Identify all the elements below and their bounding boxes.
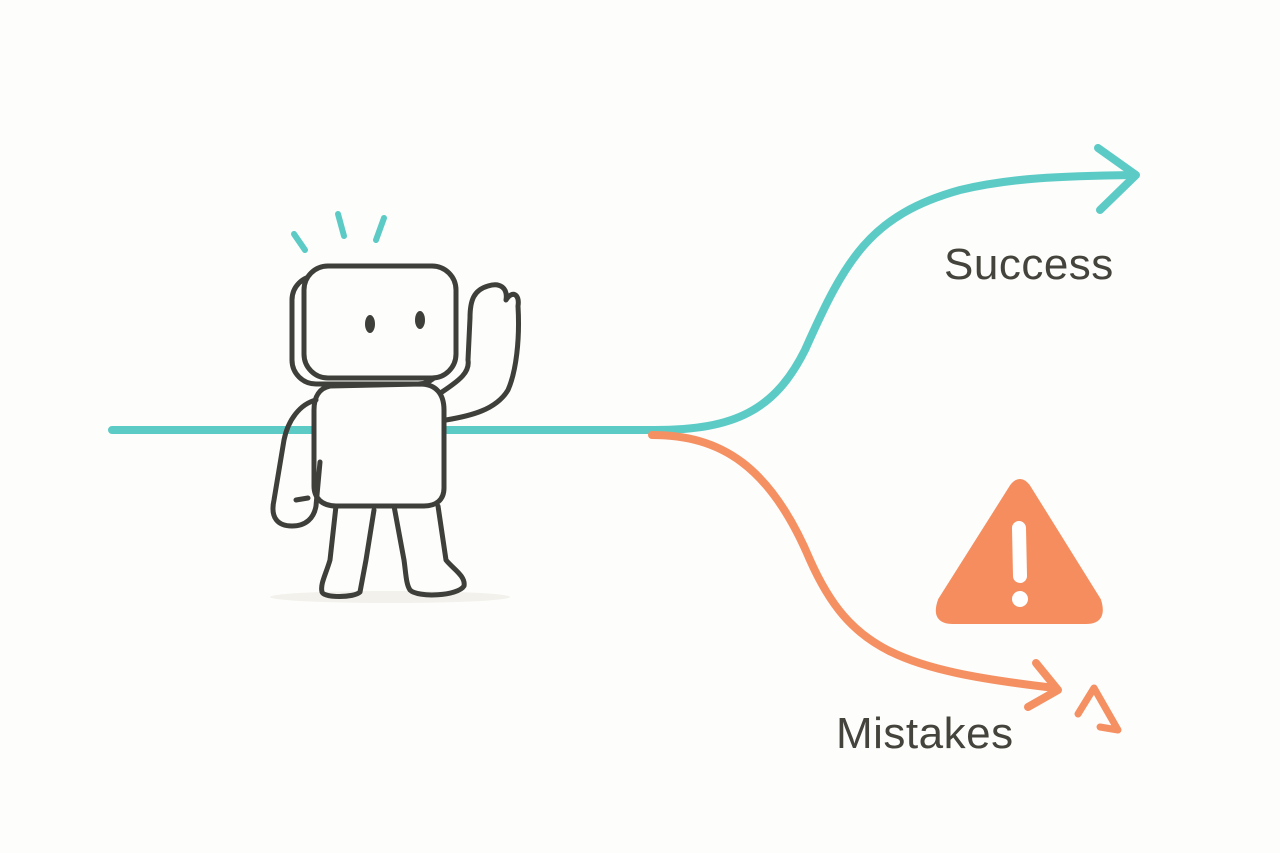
main-path-line [108,171,1139,434]
mistakes-path [648,431,1122,734]
robot-body [311,381,447,509]
robot-right-eye [415,311,425,329]
robot-raised-arm [439,282,521,423]
mistakes-label: Mistakes [836,709,1014,758]
robot-left-eye [365,315,375,333]
excitement-marks [291,211,387,253]
success-path [108,144,1140,434]
broken-arrow-fragment [1074,684,1122,734]
robot-left-arm [270,397,323,529]
robot-left-leg [319,503,377,599]
success-label: Success [944,240,1114,289]
ground-shadow [270,591,510,603]
mistakes-path-line [648,431,1059,692]
warning-triangle-icon [935,479,1103,624]
robot-character-icon [270,211,521,599]
robot-right-leg [391,503,467,598]
mistakes-arrow-icon [1024,659,1062,711]
robot-head [301,263,459,381]
success-arrow-icon [1094,144,1140,214]
